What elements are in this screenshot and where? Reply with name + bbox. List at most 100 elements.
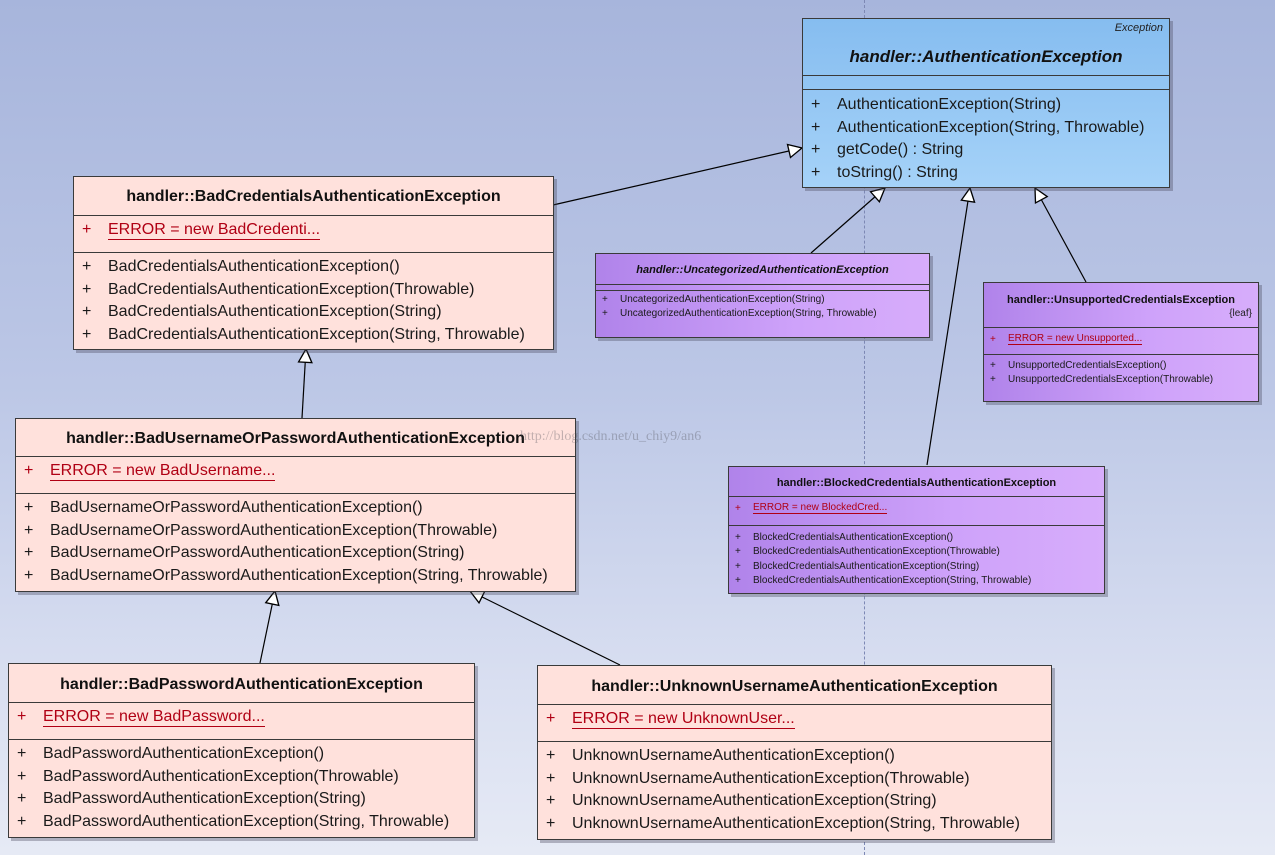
visibility-public: +: [811, 141, 821, 159]
attribute-row: +ERROR = new BadPassword...: [9, 706, 474, 729]
visibility-public: +: [735, 575, 741, 587]
attributes-section: +ERROR = new BadPassword...: [9, 702, 474, 739]
bad-credentials-exception-class[interactable]: handler::BadCredentialsAuthenticationExc…: [73, 176, 554, 350]
operation-text: BadCredentialsAuthenticationException(St…: [108, 325, 525, 343]
operation-row: +BadCredentialsAuthenticationException(S…: [74, 301, 553, 324]
operations-section: + UncategorizedAuthenticationException(St…: [596, 290, 929, 321]
operations-section: +AuthenticationException(String) +Authen…: [803, 89, 1169, 184]
uncat-to-auth-connector: [810, 188, 885, 254]
operation-text: UnknownUsernameAuthenticationException(): [572, 747, 895, 765]
watermark-text: http://blog.csdn.net/u_chiy9/an6: [520, 429, 702, 444]
operations-section: +UnsupportedCredentialsException() +Unsu…: [984, 354, 1258, 387]
visibility-public: +: [990, 359, 996, 371]
operation-text: UnknownUsernameAuthenticationException(S…: [572, 792, 937, 810]
operation-row: +UnknownUsernameAuthenticationException(…: [538, 813, 1051, 836]
operation-row: +BadPasswordAuthenticationException(Stri…: [9, 788, 474, 811]
visibility-public: +: [735, 531, 741, 543]
operation-row: + getCode() : String: [803, 139, 1169, 162]
bad-username-or-password-exception-class[interactable]: handler::BadUsernameOrPasswordAuthentica…: [15, 418, 576, 592]
visibility-public: +: [735, 502, 741, 514]
attribute-text: ERROR = new BlockedCred...: [753, 502, 888, 515]
bad-password-exception-class[interactable]: handler::BadPasswordAuthenticationExcept…: [8, 663, 475, 838]
attribute-row: +ERROR = new UnknownUser...: [538, 708, 1051, 731]
visibility-public: +: [546, 769, 556, 787]
attribute-row: + ERROR = new BlockedCred...: [729, 501, 1104, 516]
visibility-public: +: [811, 96, 821, 114]
operation-row: + BadUsernameOrPasswordAuthenticationExce…: [16, 542, 575, 565]
operation-text: AuthenticationException(String, Throwabl…: [837, 118, 1145, 136]
blocked-to-auth-connector: [926, 188, 970, 466]
attribute-text: ERROR = new Unsupported...: [1008, 333, 1143, 346]
operation-row: +UnknownUsernameAuthenticationException(…: [538, 790, 1051, 813]
operation-text: UncategorizedAuthenticationException(Str…: [620, 293, 825, 305]
operation-row: +AuthenticationException(String, Throwab…: [803, 117, 1169, 140]
operation-row: + UnknownUsernameAuthenticationException(…: [538, 745, 1051, 768]
badcred-to-auth-connector: [552, 148, 802, 206]
operation-text: BlockedCredentialsAuthenticationExceptio…: [753, 560, 980, 572]
operation-text: BadPasswordAuthenticationException(): [43, 745, 325, 763]
class-title: handler::BadCredentialsAuthenticationExc…: [126, 188, 501, 205]
operation-row: +BadUsernameOrPasswordAuthenticationExce…: [16, 497, 575, 520]
operation-text: BadUsernameOrPasswordAuthenticationExcep…: [50, 544, 465, 562]
operation-text: BlockedCredentialsAuthenticationExceptio…: [753, 575, 1032, 587]
operations-section: + BlockedCredentialsAuthenticationExcepti…: [729, 525, 1104, 588]
blocked-credentials-exception-class[interactable]: handler::BlockedCredentialsAuthenticatio…: [728, 466, 1105, 594]
operations-section: +BadCredentialsAuthenticationException()…: [74, 252, 553, 346]
visibility-public: +: [602, 308, 608, 320]
operation-row: + BlockedCredentialsAuthenticationExcepti…: [729, 559, 1104, 574]
uncategorized-exception-class[interactable]: handler::UncategorizedAuthenticationExce…: [595, 253, 930, 338]
operation-row: +BadCredentialsAuthenticationException(T…: [74, 279, 553, 302]
visibility-public: +: [17, 790, 27, 808]
operation-row: + AuthenticationException(String): [803, 94, 1169, 117]
visibility-public: +: [82, 280, 92, 298]
visibility-public: +: [17, 812, 27, 830]
visibility-public: +: [546, 747, 556, 765]
unsupported-credentials-exception-class[interactable]: handler::UnsupportedCredentialsException…: [983, 282, 1259, 402]
operation-row: +toString() : String: [803, 162, 1169, 185]
visibility-public: +: [17, 745, 27, 763]
class-title: handler::AuthenticationException: [849, 47, 1123, 66]
swimlane-divider: [864, 0, 865, 855]
operation-text: toString() : String: [837, 163, 958, 181]
operation-row: +BadUsernameOrPasswordAuthenticationExce…: [16, 520, 575, 543]
operation-row: + UncategorizedAuthenticationException(St…: [596, 292, 929, 307]
attributes-section: + ERROR = new BlockedCred...: [729, 496, 1104, 525]
attributes-section: +ERROR = new UnknownUser...: [538, 704, 1051, 741]
operation-row: +BlockedCredentialsAuthenticationExcepti…: [729, 530, 1104, 545]
operation-text: AuthenticationException(String): [837, 96, 1062, 114]
unknown-username-exception-class[interactable]: handler::UnknownUsernameAuthenticationEx…: [537, 665, 1052, 840]
visibility-public: +: [735, 560, 741, 572]
operation-text: BlockedCredentialsAuthenticationExceptio…: [753, 546, 1000, 558]
class-title: handler::UnsupportedCredentialsException: [1007, 294, 1235, 306]
class-title: handler::BlockedCredentialsAuthenticatio…: [776, 477, 1057, 489]
operation-row: +BadUsernameOrPasswordAuthenticationExce…: [16, 565, 575, 588]
visibility-public: +: [17, 708, 27, 726]
operation-row: +BadCredentialsAuthenticationException(): [74, 256, 553, 279]
visibility-public: +: [24, 566, 34, 584]
visibility-public: +: [735, 546, 741, 558]
operation-row: +BadPasswordAuthenticationException(Thro…: [9, 766, 474, 789]
operation-text: BadPasswordAuthenticationException(Throw…: [43, 767, 399, 785]
attribute-row: + ERROR = new Unsupported...: [984, 332, 1258, 347]
stereotype-label: Exception: [1114, 22, 1163, 34]
operation-row: +UncategorizedAuthenticationException(St…: [596, 307, 929, 322]
operations-section: + UnknownUsernameAuthenticationException(…: [538, 741, 1051, 835]
visibility-public: +: [24, 544, 34, 562]
attribute-text: ERROR = new BadUsername...: [50, 461, 276, 481]
visibility-public: +: [990, 374, 996, 386]
visibility-public: +: [24, 462, 34, 480]
operation-text: getCode() : String: [837, 141, 964, 159]
operations-section: +BadPasswordAuthenticationException() +B…: [9, 739, 474, 833]
class-title: handler::BadPasswordAuthenticationExcept…: [60, 676, 423, 693]
visibility-public: +: [82, 258, 92, 276]
operation-row: + BlockedCredentialsAuthenticationExcepti…: [729, 574, 1104, 589]
operation-text: BadCredentialsAuthenticationException(St…: [108, 303, 442, 321]
visibility-public: +: [602, 293, 608, 305]
operation-text: UnsupportedCredentialsException(): [1008, 359, 1167, 371]
operation-text: UnknownUsernameAuthenticationException(T…: [572, 769, 970, 787]
attributes-section: [803, 75, 1169, 89]
operation-text: UnknownUsernameAuthenticationException(S…: [572, 814, 1020, 832]
authentication-exception-class[interactable]: Exception handler::AuthenticationExcepti…: [802, 18, 1170, 188]
visibility-public: +: [990, 333, 996, 345]
